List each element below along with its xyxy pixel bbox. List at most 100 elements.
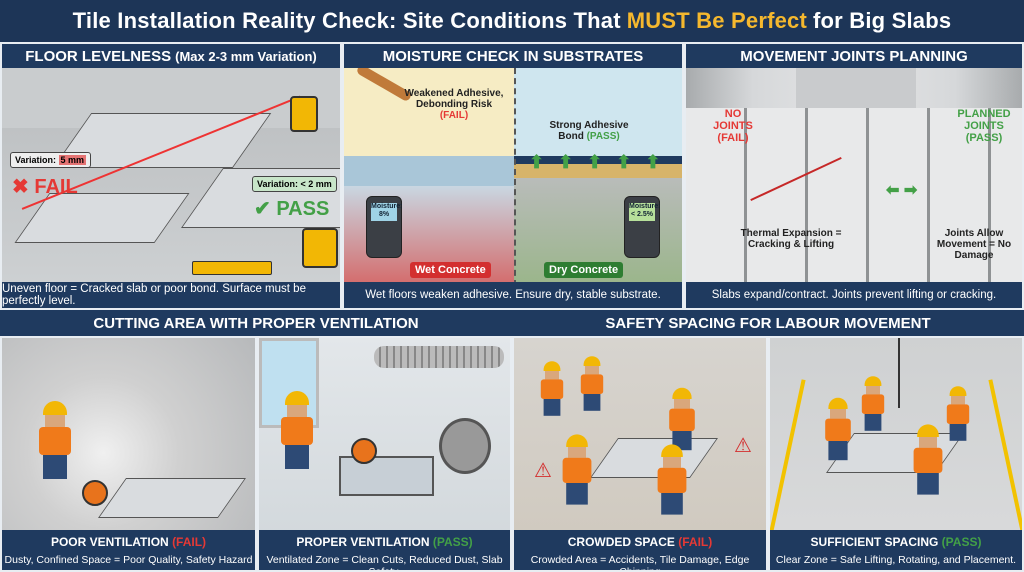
page-title: Tile Installation Reality Check: Site Co… [0, 0, 1024, 42]
note-text: Strong Adhesive Bond [549, 120, 629, 142]
saw-icon [82, 480, 108, 506]
panel-caption: Uneven floor = Cracked slab or poor bond… [2, 282, 340, 308]
laser-level-icon [290, 96, 318, 132]
fail-status: (FAIL) [172, 535, 207, 549]
panel-header: MOVEMENT JOINTS PLANNING [686, 44, 1022, 68]
pass-text: PASS [276, 198, 330, 220]
caption-title: PROPER VENTILATION [296, 535, 430, 549]
fail-note: Weakened Adhesive, Debonding Risk(FAIL) [404, 88, 504, 121]
caption-title: SUFFICIENT SPACING [810, 535, 939, 549]
arrow-up-icons: ⬆⬆⬆⬆⬆ [529, 152, 675, 172]
worker-icon [39, 401, 71, 479]
joints-illustration: NO JOINTS (FAIL) PLANNED JOINTS (PASS) T… [686, 68, 1022, 282]
section-cutting-header: CUTTING AREA WITH PROPER VENTILATION [0, 310, 512, 336]
panel-subtitle: (Max 2-3 mm Variation) [175, 48, 317, 64]
warning-icon: ⚠ [734, 435, 752, 457]
tag-value: 5 mm [58, 155, 87, 165]
hoist-chain [898, 338, 900, 408]
spirit-level-icon [192, 261, 272, 275]
bottom-caption: POOR VENTILATION (FAIL) Dusty, Confined S… [2, 530, 255, 570]
x-icon: ✖ [12, 176, 29, 198]
slab [589, 438, 719, 478]
movement-arrows-icon: ⬅ ➡ [886, 182, 918, 199]
tiled-floor [686, 108, 1022, 282]
pass-variation-tag: Variation: < 2 mm [252, 176, 337, 192]
worker-icon [913, 424, 943, 495]
sufficient-spacing-panel: SUFFICIENT SPACING (PASS) Clear Zone = Sa… [768, 336, 1024, 572]
caption-desc: Crowded Area = Accidents, Tile Damage, E… [530, 554, 750, 572]
corridor-end [796, 68, 916, 108]
floor-marking [770, 379, 806, 537]
fail-variation-tag: Variation: 5 mm [10, 152, 92, 168]
worker-icon [281, 391, 313, 469]
pass-status: (PASS) [432, 535, 473, 549]
warning-icon: ⚠ [534, 460, 552, 482]
moisture-meter-dry: Moisture: < 2.5% [624, 196, 661, 258]
crowded-space-panel: ⚠ ⚠ CROWDED SPACE (FAIL) Crowded Area = A… [512, 336, 768, 572]
moisture-illustration: Weakened Adhesive, Debonding Risk(FAIL) … [344, 68, 682, 282]
moisture-panel: MOISTURE CHECK IN SUBSTRATES Weakened Ad… [342, 42, 684, 310]
no-joints-label: NO JOINTS (FAIL) [713, 108, 753, 144]
wet-adhesive [344, 156, 514, 186]
check-icon: ✔ [254, 198, 271, 220]
caption-desc: Ventilated Zone = Clean Cuts, Reduced Du… [266, 554, 503, 572]
panel-caption: Slabs expand/contract. Joints prevent li… [686, 282, 1022, 308]
saw-icon [351, 438, 377, 464]
section-spacing-header: SAFETY SPACING FOR LABOUR MOVEMENT [512, 310, 1024, 336]
panel-header: MOISTURE CHECK IN SUBSTRATES [344, 44, 682, 68]
planned-joints-label: PLANNED JOINTS (PASS) [957, 108, 1011, 144]
worker-icon [946, 386, 970, 441]
pass-note: Strong Adhesive Bond (PASS) [539, 120, 639, 142]
poor-ventilation-panel: POOR VENTILATION (FAIL) Dusty, Confined S… [0, 336, 257, 572]
thermal-note: Thermal Expansion = Cracking & Lifting [740, 228, 842, 250]
panel-title: FLOOR LEVELNESS [25, 47, 172, 65]
title-highlight: MUST Be Perfect [626, 8, 808, 33]
proper-ventilation-panel: PROPER VENTILATION (PASS) Ventilated Zone… [257, 336, 512, 572]
pass-text: (PASS) [586, 131, 620, 142]
pass-status: (PASS) [941, 535, 982, 549]
dry-sky [514, 68, 682, 156]
divider [514, 68, 516, 282]
movement-joints-panel: MOVEMENT JOINTS PLANNING NO JOINTS (FAIL… [684, 42, 1024, 310]
wet-concrete-label: Wet Concrete [410, 262, 491, 278]
pass-label: ✔ PASS [254, 196, 329, 221]
wet-sky [344, 68, 514, 156]
bottom-caption: CROWDED SPACE (FAIL) Crowded Area = Accid… [514, 530, 766, 570]
fail-text: (FAIL) [439, 110, 469, 121]
fail-label: ✖ FAIL [12, 174, 78, 199]
title-text: Tile Installation Reality Check: Site Co… [72, 8, 621, 33]
dry-concrete-label: Dry Concrete [544, 262, 624, 278]
fan-icon [439, 418, 491, 474]
caption-title: CROWDED SPACE [567, 535, 675, 549]
panel-header: FLOOR LEVELNESS(Max 2-3 mm Variation) [2, 44, 340, 68]
duct-icon [374, 346, 504, 368]
fail-text: FAIL [34, 176, 78, 198]
moisture-meter-wet: Moisture: 8% [366, 196, 403, 258]
bottom-caption: PROPER VENTILATION (PASS) Ventilated Zone… [259, 530, 510, 570]
worker-icon [562, 434, 592, 505]
note-text: Weakened Adhesive, Debonding Risk [404, 88, 504, 110]
worker-icon [825, 397, 851, 461]
tag-label: Variation: [15, 155, 57, 165]
worker-icon [540, 361, 564, 416]
caption-desc: Dusty, Confined Space = Poor Quality, Sa… [4, 554, 253, 566]
meter-reading: Moisture: < 2.5% [629, 203, 661, 221]
bottom-caption: SUFFICIENT SPACING (PASS) Clear Zone = Sa… [770, 530, 1022, 570]
dry-adhesive [514, 164, 682, 178]
panel-caption: Wet floors weaken adhesive. Ensure dry, … [344, 282, 682, 308]
fail-status: (FAIL) [678, 535, 713, 549]
floor-levelness-panel: FLOOR LEVELNESS(Max 2-3 mm Variation) Va… [0, 42, 342, 310]
floor-marking [988, 379, 1022, 537]
title-text-end: for Big Slabs [813, 8, 952, 33]
saw-table [339, 456, 434, 496]
joints-note: Joints Allow Movement = No Damage [936, 228, 1012, 261]
worker-icon [669, 387, 695, 451]
caption-desc: Clear Zone = Safe Lifting, Rotating, and… [775, 554, 1017, 566]
caption-title: POOR VENTILATION [50, 535, 169, 549]
worker-icon [657, 444, 687, 515]
laser-level-icon [302, 228, 338, 268]
meter-reading: Moisture: 8% [371, 203, 403, 221]
worker-icon [580, 356, 604, 411]
levelness-illustration: Variation: 5 mm ✖ FAIL Variation: < 2 mm… [2, 68, 340, 282]
worker-icon [861, 376, 885, 431]
